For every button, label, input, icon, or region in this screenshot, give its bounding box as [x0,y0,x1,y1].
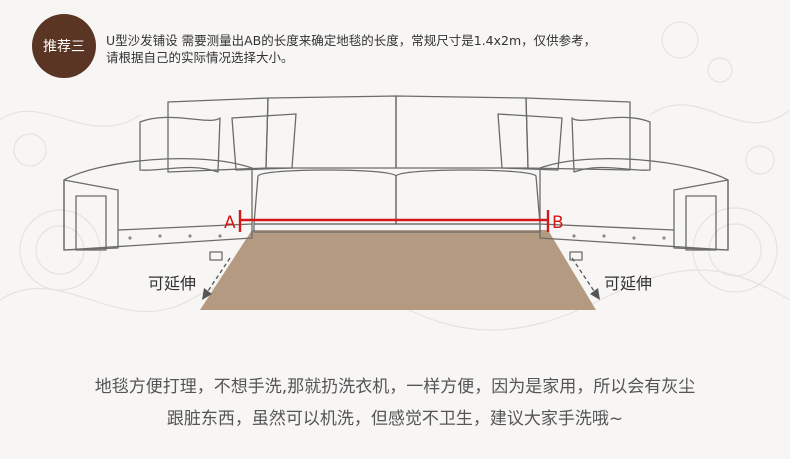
caption-line-1: 地毯方便打理，不想手洗,那就扔洗衣机，一样方便，因为是家用，所以会有灰尘 [94,377,696,397]
arrowhead-right-icon [590,288,600,300]
point-b-label: B [552,213,564,233]
extend-left-label: 可延伸 [148,274,196,293]
sofa-outline [63,95,729,261]
sofa-rug-diagram: A B 可延伸 可延伸 [63,95,729,310]
note-line-2: 请根据自己的实际情况选择大小。 [106,50,294,65]
measurement-note: U型沙发铺设 需要测量出AB的长度来确定地毯的长度，常规尺寸是1.4x2m，仅供… [106,32,666,66]
extend-right-label: 可延伸 [604,274,652,293]
arrowhead-left-icon [202,288,212,300]
caption-line-2: 跟脏东西，虽然可以机洗，但感觉不卫生，建议大家手洗哦~ [166,409,624,429]
tufting-dots [128,234,666,240]
badge-label: 推荐三 [43,39,85,55]
extend-left-arrow [205,257,231,295]
point-a-label: A [224,213,236,233]
extend-right-arrow [571,257,597,295]
rug [200,230,596,310]
note-line-1: U型沙发铺设 需要测量出AB的长度来确定地毯的长度，常规尺寸是1.4x2m，仅供… [106,33,597,48]
recommendation-badge: 推荐三 [32,14,96,78]
